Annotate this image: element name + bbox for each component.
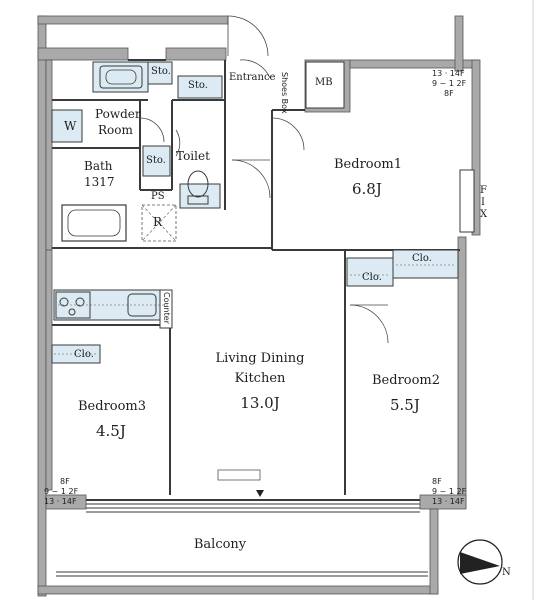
floor-note-br-2: 9 ~ 1 2F bbox=[432, 487, 467, 496]
washer-label: W bbox=[64, 119, 77, 133]
counter-label: Counter bbox=[162, 292, 171, 324]
entry-arrow bbox=[256, 490, 264, 497]
fix-i: I bbox=[481, 197, 485, 208]
floor-marker bbox=[217, 469, 261, 481]
bedroom2-size: 5.5J bbox=[390, 396, 420, 414]
powder-room-label-1: Powder bbox=[95, 107, 141, 121]
bathtub bbox=[61, 204, 127, 242]
floor-note-tr-3: 8F bbox=[444, 89, 454, 98]
bedroom3-size: 4.5J bbox=[96, 422, 126, 440]
stove bbox=[55, 291, 91, 319]
ps-label: PS bbox=[151, 191, 165, 202]
fix-x: X bbox=[480, 209, 488, 220]
bath-size-label: 1317 bbox=[84, 175, 115, 189]
floor-note-br-3: 13 · 14F bbox=[432, 497, 465, 506]
bedroom1-label: Bedroom1 bbox=[334, 157, 403, 172]
bedroom2-label: Bedroom2 bbox=[372, 373, 441, 388]
floor-note-bl-1: 8F bbox=[60, 477, 70, 486]
clo-b3-label: Clo. bbox=[74, 349, 94, 360]
sink bbox=[99, 65, 143, 89]
storage-areas bbox=[51, 61, 459, 364]
powder-room-label-2: Room bbox=[98, 123, 133, 137]
fix-window bbox=[459, 169, 475, 233]
south-windows bbox=[86, 503, 420, 513]
ldk-label-1: Living Dining bbox=[215, 351, 305, 366]
door-swings bbox=[139, 15, 389, 344]
entrance-label: Entrance bbox=[229, 72, 276, 83]
clo-b2-label: Clo. bbox=[362, 272, 382, 283]
floor-note-bl-3: 13 · 14F bbox=[44, 497, 77, 506]
balcony-label: Balcony bbox=[193, 537, 247, 552]
bath-label: Bath bbox=[84, 159, 113, 173]
floor-note-tr-1: 13 · 14F bbox=[432, 69, 465, 78]
r-area bbox=[141, 204, 177, 242]
compass-label: N bbox=[502, 567, 511, 578]
compass bbox=[457, 539, 503, 585]
mb-box bbox=[305, 61, 345, 109]
sto-top-left-label: Sto. bbox=[151, 66, 171, 77]
clo-b1-label: Clo. bbox=[412, 253, 432, 264]
sto-top-label: Sto. bbox=[188, 80, 208, 91]
shoes-box-label: Shoes Box bbox=[280, 72, 289, 114]
ldk-label-2: Kitchen bbox=[234, 371, 286, 386]
closet-rails bbox=[54, 264, 456, 355]
balcony-rail bbox=[56, 571, 428, 577]
fix-f: F bbox=[480, 185, 487, 196]
mb-label: MB bbox=[315, 77, 333, 88]
bedroom1-size: 6.8J bbox=[352, 180, 382, 198]
floor-note-tr-2: 9 ~ 1 2F bbox=[432, 79, 467, 88]
sto-mid-label: Sto. bbox=[146, 155, 166, 166]
floor-note-br-1: 8F bbox=[432, 477, 442, 486]
toilet-fixture bbox=[187, 170, 209, 205]
floor-note-bl-2: 9 ~ 1 2F bbox=[44, 487, 79, 496]
counter bbox=[159, 289, 173, 329]
toilet-label: Toilet bbox=[176, 149, 210, 163]
bedroom3-label: Bedroom3 bbox=[78, 399, 147, 414]
r-label: R bbox=[153, 215, 163, 229]
ldk-size: 13.0J bbox=[240, 394, 280, 412]
